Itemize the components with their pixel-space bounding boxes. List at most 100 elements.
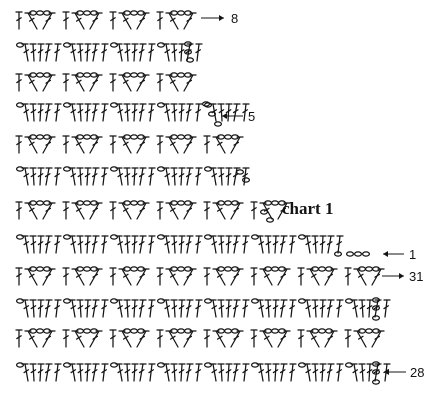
double-crochet-symbol xyxy=(297,329,305,348)
double-crochet-symbol xyxy=(272,235,280,254)
double-crochet-symbol xyxy=(138,167,147,186)
double-crochet-symbol xyxy=(353,268,367,286)
chain-stitch-symbol xyxy=(62,362,72,368)
double-crochet-symbol xyxy=(68,363,77,382)
double-crochet-symbol xyxy=(136,12,150,30)
double-crochet-symbol xyxy=(89,268,103,286)
double-crochet-symbol xyxy=(358,363,366,382)
row-marker-8: 8 xyxy=(201,11,238,26)
chain-stitch-symbol xyxy=(241,177,251,183)
double-crochet-symbol xyxy=(178,363,186,382)
double-crochet-symbol xyxy=(225,235,233,254)
double-crochet-symbol xyxy=(165,12,179,30)
double-crochet-symbol xyxy=(131,299,139,318)
chain-stitch-symbol xyxy=(35,10,45,16)
double-crochet-symbol xyxy=(230,330,244,348)
double-crochet-symbol xyxy=(131,167,139,186)
double-crochet-symbol xyxy=(54,103,62,122)
double-crochet-symbol xyxy=(306,268,320,286)
double-crochet-symbol xyxy=(89,136,103,154)
double-crochet-symbol xyxy=(178,299,186,318)
double-crochet-symbol xyxy=(319,299,327,318)
double-crochet-symbol xyxy=(170,363,178,382)
double-crochet-symbol xyxy=(277,330,291,348)
chain-stitch-symbol xyxy=(82,328,92,334)
double-crochet-symbol xyxy=(91,299,100,318)
double-crochet-symbol xyxy=(24,202,38,220)
double-crochet-symbol xyxy=(232,363,241,382)
double-crochet-symbol xyxy=(344,329,352,348)
double-crochet-symbol xyxy=(209,299,218,318)
chain-stitch-symbol xyxy=(109,166,119,172)
chain-stitch-symbol xyxy=(265,217,275,223)
double-crochet-symbol xyxy=(162,299,171,318)
double-crochet-symbol xyxy=(185,103,194,122)
chain-stitch-symbol xyxy=(317,328,327,334)
double-crochet-symbol xyxy=(259,330,273,348)
chain-stitch-symbol xyxy=(207,111,217,117)
double-crochet-symbol xyxy=(42,12,56,30)
chain-stitch-symbol xyxy=(344,362,354,368)
double-crochet-symbol xyxy=(37,103,45,122)
double-crochet-symbol xyxy=(162,167,171,186)
chain-stitch-symbol xyxy=(364,266,374,272)
chain-stitch-symbol xyxy=(259,209,269,215)
double-crochet-symbol xyxy=(71,136,85,154)
double-crochet-symbol xyxy=(242,103,250,122)
chain-stitch-symbol xyxy=(333,251,343,257)
double-crochet-symbol xyxy=(76,43,84,62)
double-crochet-symbol xyxy=(162,235,171,254)
stitch-symbols xyxy=(15,10,391,385)
double-crochet-symbol xyxy=(148,167,156,186)
double-crochet-symbol xyxy=(115,43,124,62)
double-crochet-symbol xyxy=(358,299,366,318)
chain-stitch-symbol xyxy=(82,134,92,140)
double-crochet-symbol xyxy=(118,330,132,348)
double-crochet-symbol xyxy=(148,235,156,254)
double-crochet-symbol xyxy=(115,167,124,186)
double-crochet-symbol xyxy=(84,235,92,254)
double-crochet-symbol xyxy=(217,103,225,122)
double-crochet-symbol xyxy=(101,363,109,382)
double-crochet-symbol xyxy=(212,330,226,348)
chain-stitch-symbol xyxy=(109,42,119,48)
double-crochet-symbol xyxy=(195,167,203,186)
double-crochet-symbol xyxy=(212,202,226,220)
double-crochet-symbol xyxy=(91,167,100,186)
chain-stitch-symbol xyxy=(176,10,186,16)
double-crochet-symbol xyxy=(156,267,164,286)
double-crochet-symbol xyxy=(203,329,211,348)
double-crochet-symbol xyxy=(136,330,150,348)
chain-stitch-symbol xyxy=(176,72,186,78)
double-crochet-symbol xyxy=(178,235,186,254)
row-number-31: 31 xyxy=(409,269,423,284)
double-crochet-symbol xyxy=(42,74,56,92)
double-crochet-symbol xyxy=(311,235,319,254)
double-crochet-symbol xyxy=(29,299,37,318)
double-crochet-symbol xyxy=(84,363,92,382)
double-crochet-symbol xyxy=(217,235,225,254)
double-crochet-symbol xyxy=(37,43,45,62)
double-crochet-symbol xyxy=(185,235,194,254)
double-crochet-symbol xyxy=(29,235,37,254)
double-crochet-symbol xyxy=(311,299,319,318)
double-crochet-symbol xyxy=(256,235,265,254)
double-crochet-symbol xyxy=(165,330,179,348)
double-crochet-symbol xyxy=(303,363,312,382)
double-crochet-symbol xyxy=(319,363,327,382)
chain-stitch-symbol xyxy=(129,10,139,16)
double-crochet-symbol xyxy=(170,235,178,254)
double-crochet-symbol xyxy=(185,299,194,318)
double-crochet-symbol xyxy=(170,103,178,122)
double-crochet-symbol xyxy=(250,201,258,220)
double-crochet-symbol xyxy=(289,235,297,254)
double-crochet-symbol xyxy=(84,103,92,122)
double-crochet-symbol xyxy=(195,235,203,254)
double-crochet-symbol xyxy=(44,167,53,186)
double-crochet-symbol xyxy=(118,136,132,154)
double-crochet-symbol xyxy=(89,202,103,220)
double-crochet-symbol xyxy=(71,202,85,220)
chain-stitch-symbol xyxy=(371,305,381,311)
double-crochet-symbol xyxy=(101,167,109,186)
